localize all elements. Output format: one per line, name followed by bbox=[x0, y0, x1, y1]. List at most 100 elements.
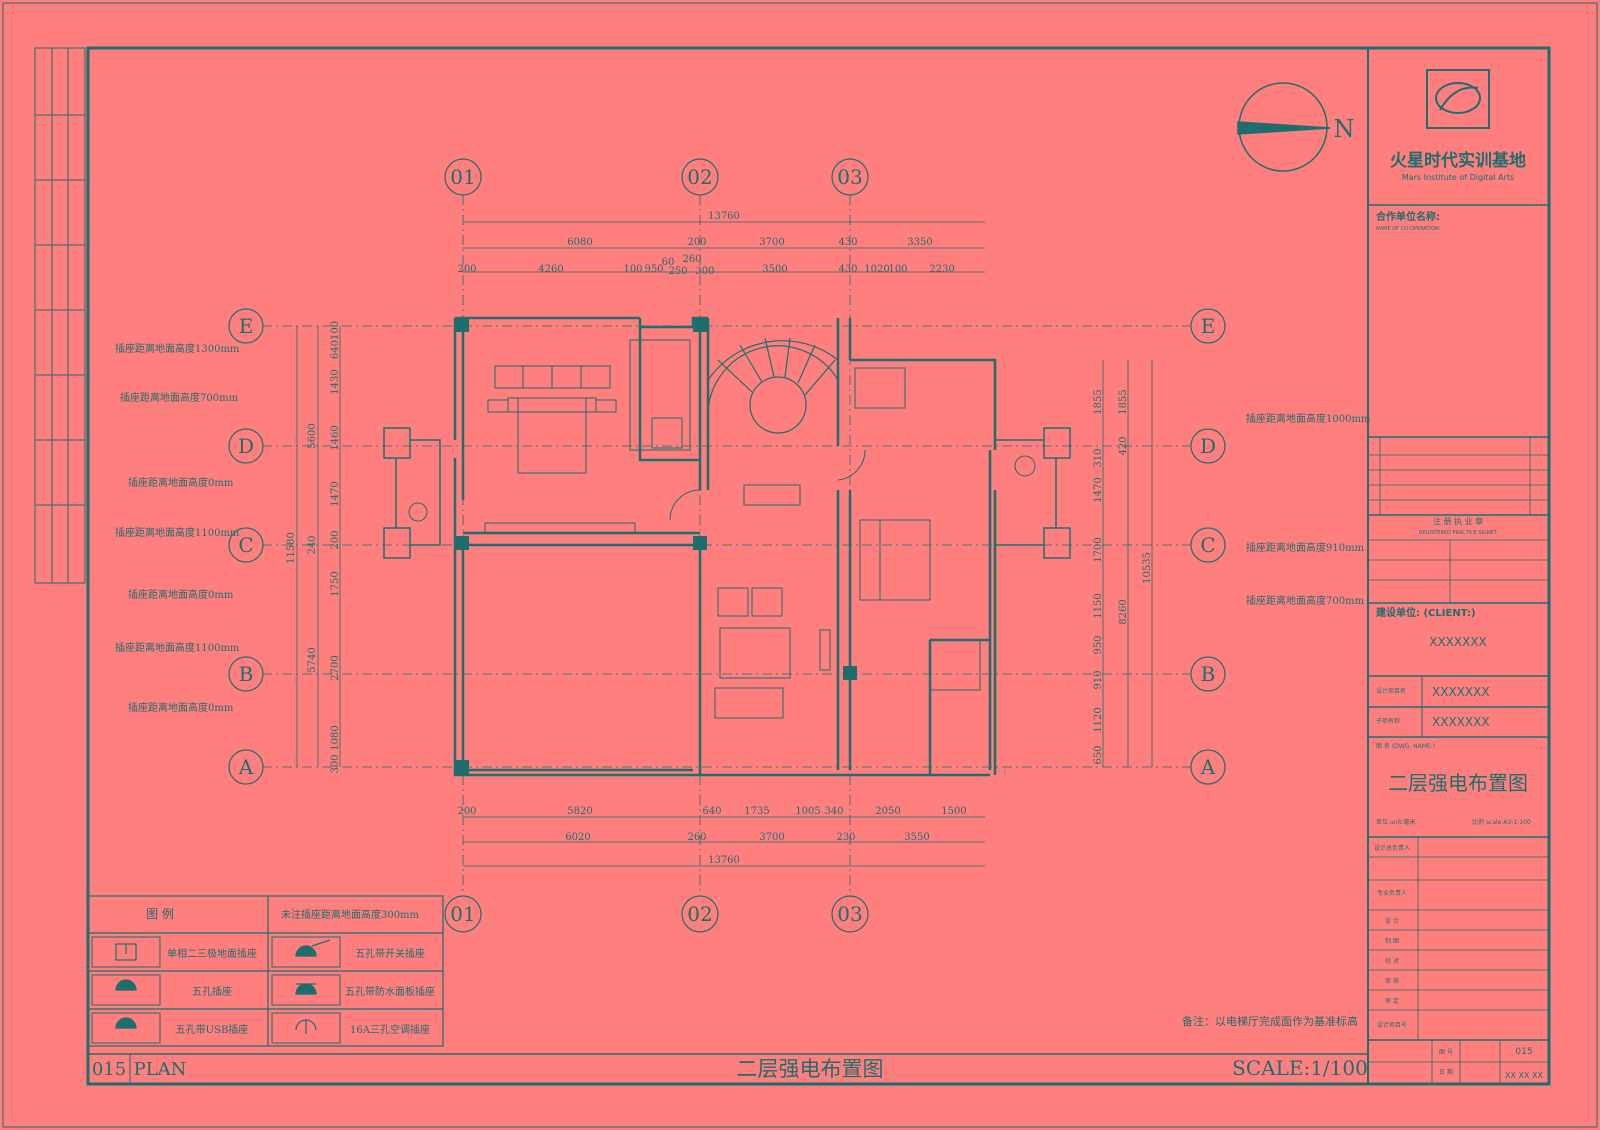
dimension-text: 2050 bbox=[875, 806, 900, 817]
drawing-frame bbox=[86, 46, 1551, 1086]
sheet-no-label: 图 号 bbox=[1439, 1049, 1453, 1056]
grid-col-label: 01 bbox=[450, 165, 475, 189]
title-row-label: 设计项目号 bbox=[1377, 1021, 1407, 1029]
grid-row-label: D bbox=[1200, 434, 1216, 458]
grid-row-label: A bbox=[1200, 755, 1216, 779]
grid-col-label: 03 bbox=[837, 902, 862, 926]
legend-item-label: 五孔插座 bbox=[192, 985, 232, 998]
sheet-no-value: 015 bbox=[1515, 1047, 1532, 1057]
dimension-text: 1750 bbox=[330, 571, 341, 596]
dimension-text: 1150 bbox=[1093, 593, 1104, 618]
dimension-text: 100 bbox=[623, 264, 642, 275]
dimension-text: 1735 bbox=[744, 806, 769, 817]
furniture bbox=[408, 339, 1036, 719]
date-label: 日 期 bbox=[1439, 1068, 1453, 1076]
sub-project-label: 子项名称 bbox=[1376, 717, 1400, 725]
title-row-label: 制 图 bbox=[1385, 937, 1399, 945]
drawing-name: 二层强电布置图 bbox=[1388, 771, 1528, 795]
dimension-text: 260 bbox=[687, 832, 706, 843]
dimension-total-top: 13760 bbox=[708, 211, 740, 222]
north-label: N bbox=[1334, 115, 1355, 143]
socket-height-note: 插座距离地面高度700mm bbox=[120, 391, 239, 404]
dimension-text: 3350 bbox=[907, 237, 932, 248]
dimension-text: 200 bbox=[687, 237, 706, 248]
client-label: 建设单位: (CLIENT:) bbox=[1375, 606, 1476, 619]
dimension-text: 11580 bbox=[286, 532, 297, 564]
spiral-staircase bbox=[707, 337, 839, 434]
dimension-text: 1855 bbox=[1093, 389, 1104, 414]
sheet-label: PLAN bbox=[134, 1059, 187, 1080]
drawing-note: 备注：以电梯厅完成面作为基准标高 bbox=[1182, 1014, 1358, 1028]
legend-item-label: 五孔带防水面板插座 bbox=[345, 985, 435, 998]
dimension-text: 3500 bbox=[762, 264, 787, 275]
legend-title: 图 例 bbox=[146, 907, 174, 921]
company-logo bbox=[1426, 69, 1490, 129]
drawing-scale: SCALE:1/100 bbox=[1232, 1056, 1368, 1080]
dimension-text: 1500 bbox=[941, 806, 966, 817]
dimension-text: 300 bbox=[330, 754, 341, 773]
dimension-text: 3550 bbox=[904, 832, 929, 843]
dimension-text: 650 bbox=[1093, 745, 1104, 764]
title-row-label: 审 核 bbox=[1385, 977, 1399, 985]
dimension-text: 200 bbox=[457, 264, 476, 275]
dimension-text: 310 bbox=[1093, 448, 1104, 467]
project-value: XXXXXXX bbox=[1432, 685, 1490, 699]
dimension-text: 6020 bbox=[565, 832, 590, 843]
dimension-text: 3700 bbox=[759, 237, 784, 248]
grid-row-label: E bbox=[239, 314, 254, 338]
dimension-text: 1005 bbox=[795, 806, 820, 817]
dimension-text: 1470 bbox=[330, 481, 341, 506]
dimension-text: 430 bbox=[838, 264, 857, 275]
grid-row-label: E bbox=[1201, 314, 1216, 338]
title-row-label: 审 定 bbox=[1385, 997, 1399, 1005]
dimension-text: 60 bbox=[662, 257, 675, 268]
company-name: 火星时代实训基地 bbox=[1390, 150, 1526, 171]
dimension-text: 6080 bbox=[567, 237, 592, 248]
title-row-label: 校 对 bbox=[1385, 957, 1399, 965]
dimension-text: 200 bbox=[457, 806, 476, 817]
grid-row-label: B bbox=[1201, 662, 1216, 686]
dimension-text: 2700 bbox=[330, 655, 341, 680]
dimension-text: 4260 bbox=[538, 264, 563, 275]
socket-height-note: 插座距离地面高度1300mm bbox=[115, 342, 240, 355]
grid-row-label: B bbox=[239, 662, 254, 686]
legend-item-label: 五孔带USB插座 bbox=[176, 1023, 249, 1036]
dimension-text: 3700 bbox=[759, 832, 784, 843]
cooperation-label: 合作单位名称: bbox=[1375, 210, 1440, 223]
title-row-label: 设 计 bbox=[1385, 917, 1399, 925]
socket-height-note: 插座距离地面高度0mm bbox=[128, 701, 234, 714]
grid-lines bbox=[262, 195, 1190, 895]
grid-row-label: A bbox=[238, 755, 254, 779]
dimension-text: 640 bbox=[702, 806, 721, 817]
drawing-title: 二层强电布置图 bbox=[737, 1057, 884, 1081]
dimension-text: 300 bbox=[695, 266, 714, 277]
client-value: XXXXXXX bbox=[1429, 635, 1487, 649]
dimension-text: 240 bbox=[307, 535, 318, 554]
grid-row-label: C bbox=[1200, 533, 1215, 557]
dimension-text: 5740 bbox=[307, 647, 318, 672]
socket-height-note: 插座距离地面高度1100mm bbox=[115, 526, 240, 539]
dimension-text: 5600 bbox=[307, 423, 318, 448]
dimension-text: 5820 bbox=[567, 806, 592, 817]
dimension-text: 8260 bbox=[1118, 599, 1129, 624]
grid-col-label: 01 bbox=[450, 902, 475, 926]
dimension-text: 910 bbox=[1093, 670, 1104, 689]
dimension-text: 260 bbox=[682, 254, 701, 265]
grid-row-label: D bbox=[238, 434, 254, 458]
socket-height-note: 插座距离地面高度0mm bbox=[128, 476, 234, 489]
title-row-label: 设计总负责人 bbox=[1374, 844, 1410, 852]
dimension-text: 100 bbox=[888, 264, 907, 275]
dimension-text: 1460 bbox=[330, 425, 341, 450]
legend-item-label: 单相二三极地面插座 bbox=[167, 947, 257, 960]
dimension-text: 1430 bbox=[330, 369, 341, 394]
dimension-text: 1700 bbox=[1093, 537, 1104, 562]
dimension-text: 640100 bbox=[330, 321, 341, 359]
socket-height-note: 插座距离地面高度910mm bbox=[1246, 541, 1365, 554]
sub-project-value: XXXXXXX bbox=[1432, 715, 1490, 729]
dimension-text: 950 bbox=[1093, 635, 1104, 654]
legend-header-note: 未注插座距离地面高度300mm bbox=[281, 908, 420, 921]
north-arrow-icon bbox=[1237, 82, 1331, 172]
sheet-number: 015 bbox=[92, 1059, 126, 1080]
